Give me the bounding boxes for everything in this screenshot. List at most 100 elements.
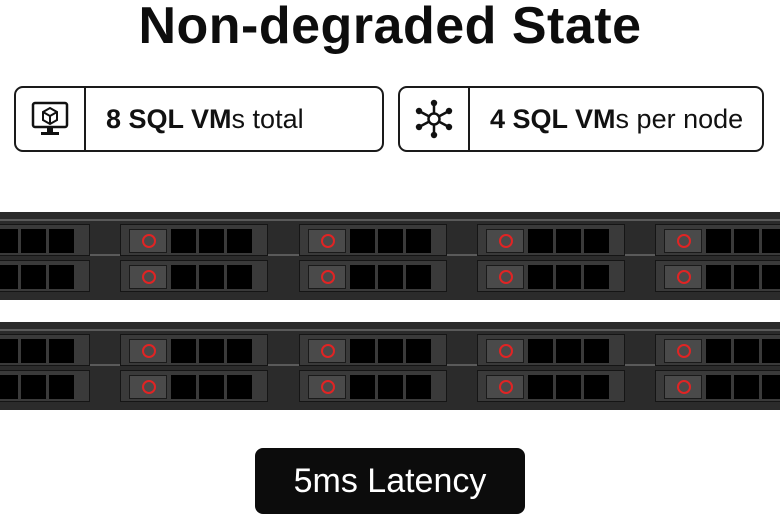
drive-slot [120, 224, 268, 256]
drive-block [528, 339, 553, 363]
drive-block [556, 265, 581, 289]
drive-latch [308, 229, 346, 253]
drive-block [227, 375, 252, 399]
status-led-icon [321, 344, 335, 358]
drive-slot [120, 334, 268, 366]
drive-slot [655, 260, 780, 292]
drive-block [171, 229, 196, 253]
drive-latch [664, 339, 702, 363]
stat-total-vms: 8 SQL VMs total [14, 86, 384, 152]
drive-block [350, 265, 375, 289]
drive-latch [486, 339, 524, 363]
drive-slot [477, 224, 625, 256]
drive-block [0, 265, 18, 289]
drive-slot [120, 260, 268, 292]
drive-block [406, 339, 431, 363]
drive-block [0, 229, 18, 253]
drive-block [227, 339, 252, 363]
drive-block [227, 229, 252, 253]
drive-bay-group [655, 212, 780, 300]
drive-slot [299, 334, 447, 366]
drive-slot [120, 370, 268, 402]
drive-block [706, 265, 731, 289]
status-led-icon [499, 344, 513, 358]
drive-block [350, 339, 375, 363]
drive-block [762, 339, 780, 363]
drive-block [350, 229, 375, 253]
rack-rail [0, 219, 780, 221]
drive-block [406, 375, 431, 399]
drive-block [378, 375, 403, 399]
drive-block [171, 265, 196, 289]
drive-block [199, 339, 224, 363]
drive-block [0, 339, 18, 363]
drive-block [584, 339, 609, 363]
drive-slot [0, 334, 90, 366]
status-led-icon [321, 270, 335, 284]
drive-block [762, 265, 780, 289]
drive-latch [129, 375, 167, 399]
page-title: Non-degraded State [138, 0, 642, 55]
drive-block [762, 229, 780, 253]
drive-slot [655, 370, 780, 402]
drive-bay-group [299, 322, 449, 410]
server-node-2 [0, 322, 780, 410]
drive-block [49, 229, 74, 253]
drive-bay-group [655, 322, 780, 410]
drive-block [49, 339, 74, 363]
drive-slot [477, 260, 625, 292]
drive-slot [299, 370, 447, 402]
rack-rail [0, 329, 780, 331]
drive-block [49, 265, 74, 289]
stat-total-vms-text: 8 SQL VMs total [106, 103, 304, 134]
drive-block [706, 375, 731, 399]
drive-block [734, 265, 759, 289]
drive-block [734, 339, 759, 363]
drive-slot [477, 370, 625, 402]
drive-latch [664, 229, 702, 253]
drive-latch [486, 229, 524, 253]
server-node-1 [0, 212, 780, 300]
status-led-icon [677, 380, 691, 394]
drive-block [528, 229, 553, 253]
status-led-icon [142, 270, 156, 284]
status-led-icon [677, 234, 691, 248]
drive-block [762, 375, 780, 399]
drive-block [21, 229, 46, 253]
drive-block [378, 229, 403, 253]
drive-latch [486, 265, 524, 289]
drive-slot [299, 224, 447, 256]
stat-per-node-text: 4 SQL VMs per node [490, 103, 744, 134]
drive-bay-group [120, 212, 270, 300]
drive-block [706, 339, 731, 363]
status-led-icon [142, 234, 156, 248]
drive-block [378, 265, 403, 289]
drive-block [21, 339, 46, 363]
drive-slot [0, 260, 90, 292]
status-led-icon [499, 380, 513, 394]
drive-block [406, 229, 431, 253]
status-led-icon [499, 270, 513, 284]
drive-block [21, 265, 46, 289]
drive-block [584, 229, 609, 253]
status-led-icon [321, 380, 335, 394]
status-led-icon [499, 234, 513, 248]
stat-per-node: 4 SQL VMs per node [398, 86, 764, 152]
drive-bay-group [0, 322, 92, 410]
drive-block [528, 375, 553, 399]
latency-badge: 5ms Latency [255, 448, 525, 514]
drive-block [584, 265, 609, 289]
drive-block [556, 339, 581, 363]
status-led-icon [142, 344, 156, 358]
drive-slot [655, 334, 780, 366]
drive-bay-group [299, 212, 449, 300]
drive-block [350, 375, 375, 399]
status-led-icon [321, 234, 335, 248]
drive-latch [486, 375, 524, 399]
drive-block [556, 229, 581, 253]
drive-block [0, 375, 18, 399]
drive-block [556, 375, 581, 399]
drive-slot [0, 370, 90, 402]
drive-block [199, 229, 224, 253]
drive-block [734, 229, 759, 253]
